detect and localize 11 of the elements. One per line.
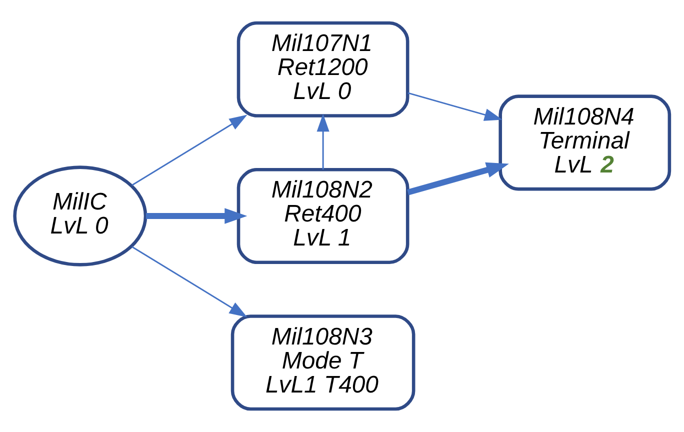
arrow (146, 208, 248, 224)
node-ellipse: MilIC LvL 0 (13, 166, 148, 266)
arrow (408, 92, 502, 121)
node-box: Mil108N3 Mode T LvL1 T400 (230, 314, 416, 411)
node-box: Mil107N1 Ret1200 LvL 0 (236, 21, 410, 118)
arrow (407, 162, 509, 196)
node-box: Mil108N2 Ret400 LvL 1 (236, 168, 410, 264)
arrow (132, 246, 248, 318)
arrow (132, 114, 248, 186)
node-box: Mil108N4 Terminal LvL 2 (498, 94, 672, 191)
arrow (316, 114, 330, 170)
